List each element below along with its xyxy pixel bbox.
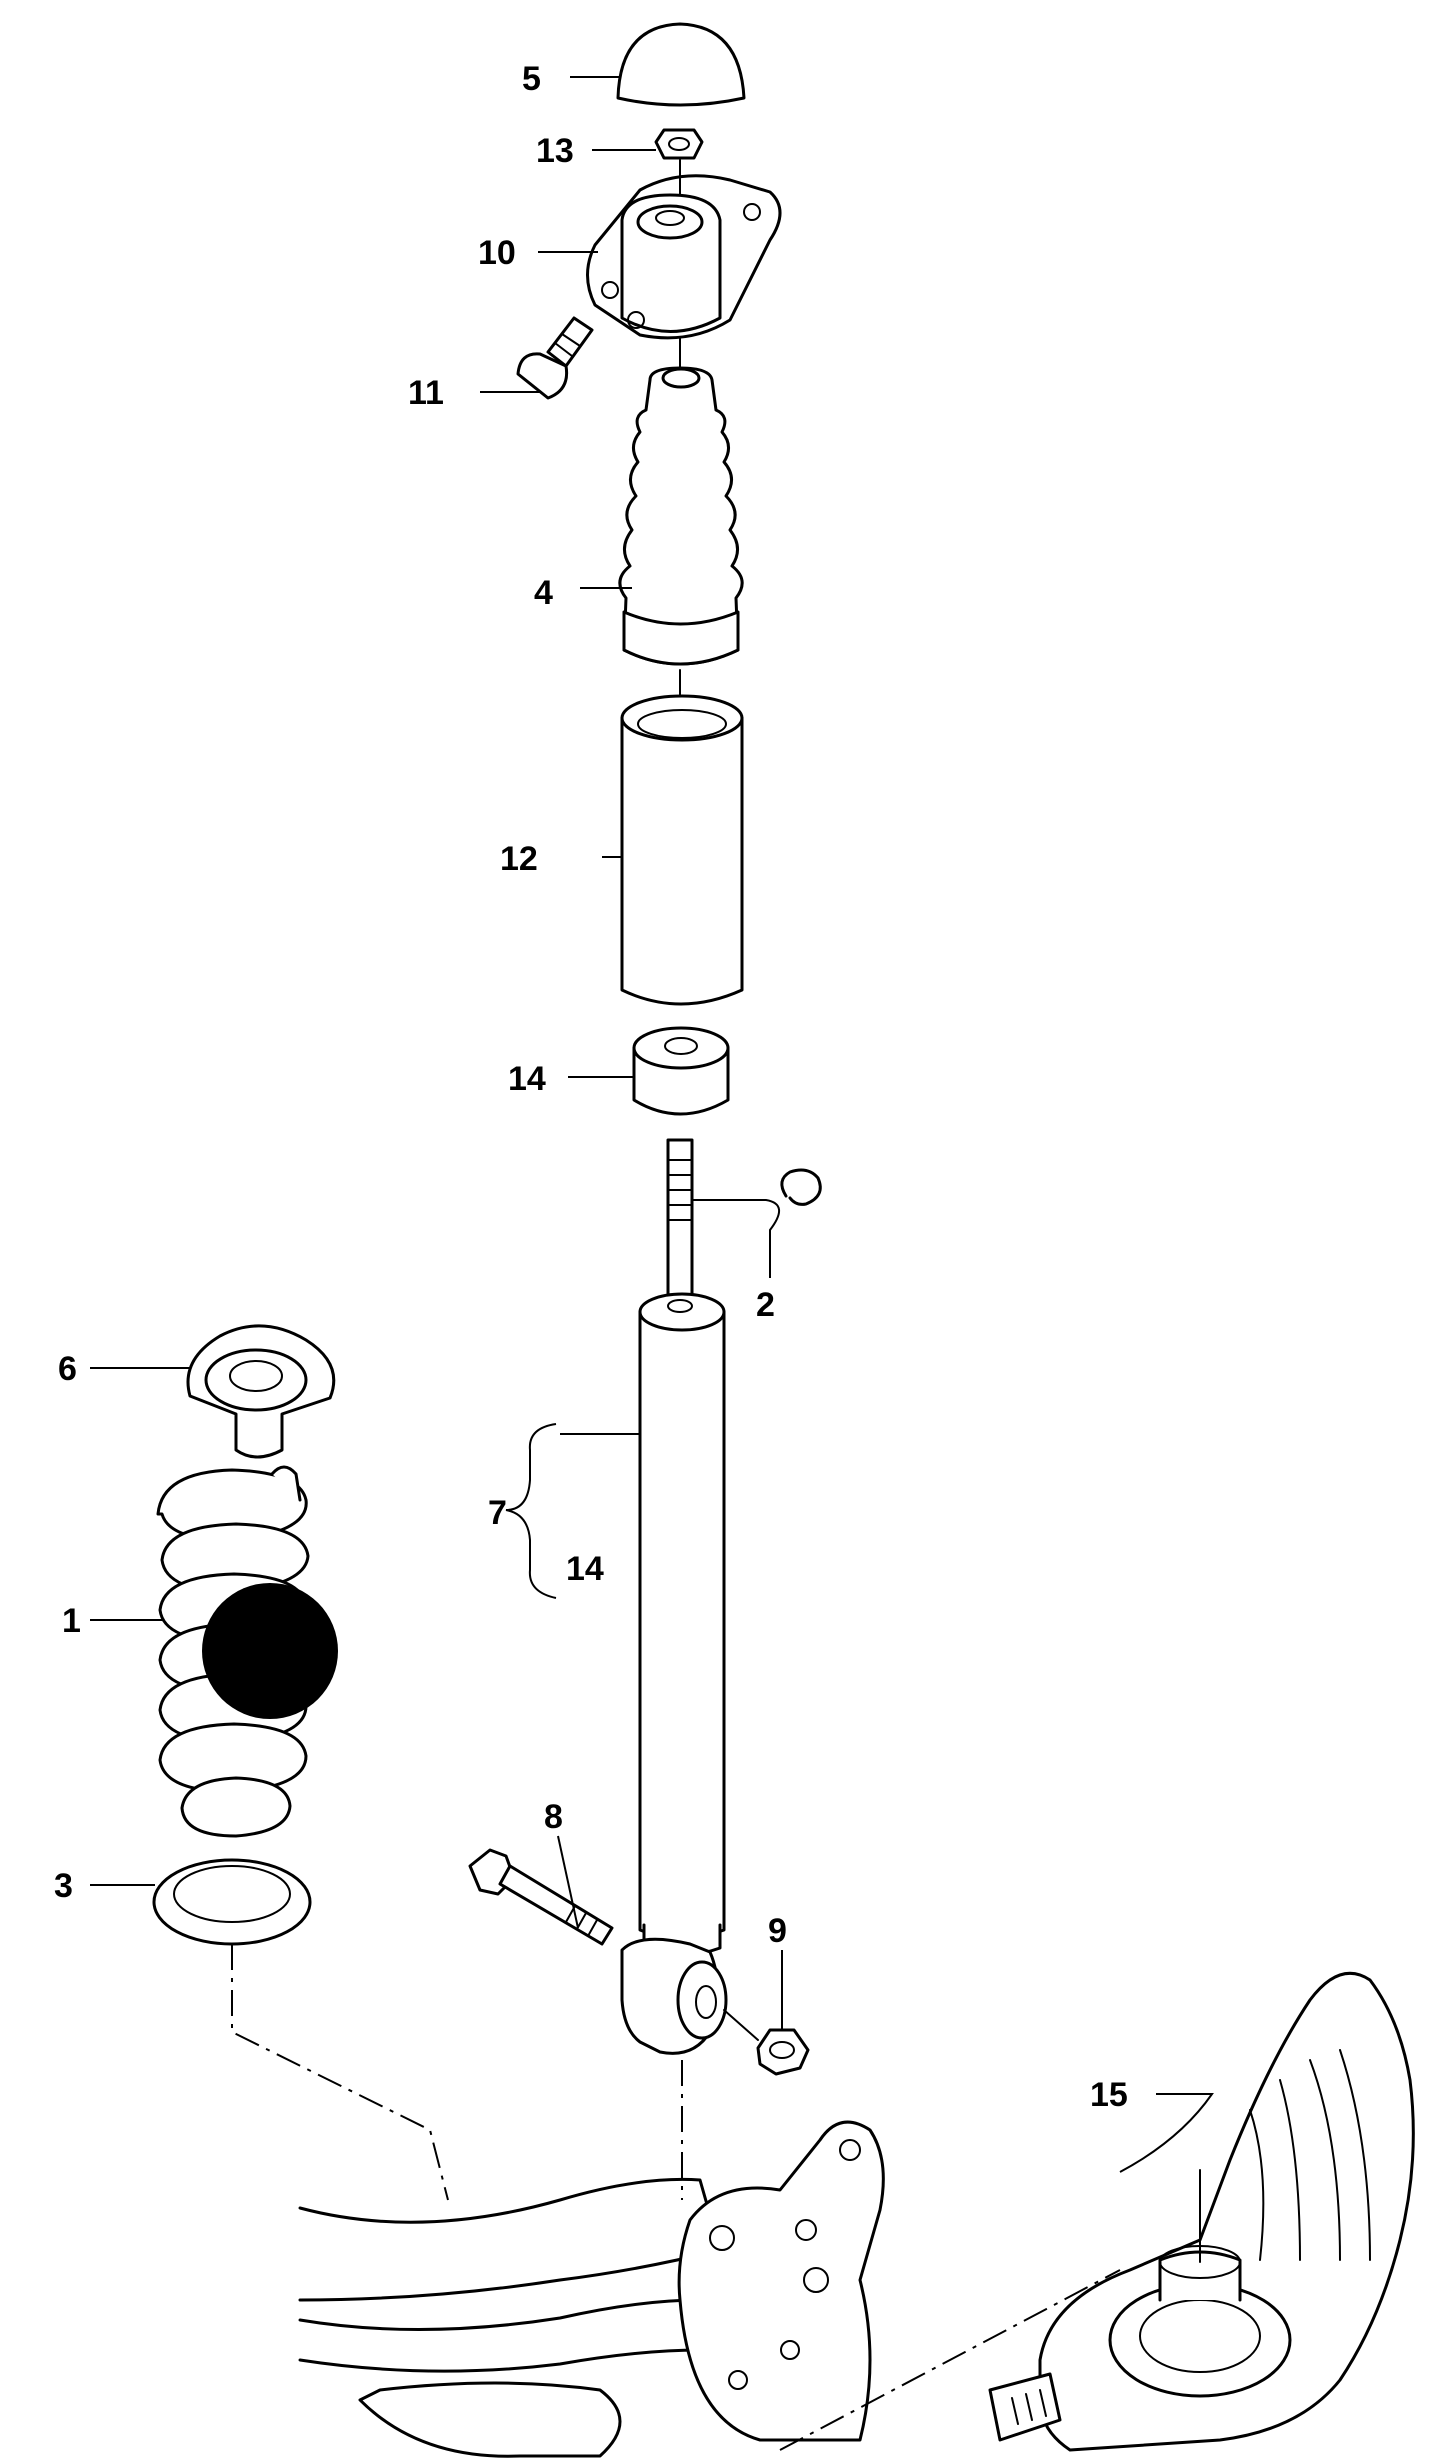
callout-8: 8	[544, 1798, 563, 1836]
callout-9: 9	[768, 1912, 787, 1950]
part-12-protective-tube	[620, 669, 744, 1006]
part-11-bolt	[516, 316, 594, 400]
part-2-circlip	[780, 1168, 822, 1206]
part-9-nut	[723, 2009, 810, 2076]
part-15-liner	[988, 1971, 1415, 2452]
part-7-shock-absorber	[620, 1138, 728, 2055]
part-1-coil-spring	[156, 1465, 338, 1838]
callout-12: 12	[500, 840, 538, 878]
part-10-top-mount	[586, 159, 782, 340]
part-8-bolt	[468, 1848, 614, 1946]
callout-14-kit: 14	[566, 1550, 604, 1588]
part-14-spacer	[632, 1026, 730, 1116]
assembly-line-liner	[779, 2269, 1121, 2451]
callout-5: 5	[522, 60, 541, 98]
callout-15: 15	[1090, 2076, 1128, 2114]
callout-10: 10	[478, 234, 516, 272]
part-4-bump-stop	[618, 337, 744, 666]
callout-3: 3	[54, 1867, 73, 1905]
callout-4: 4	[534, 574, 553, 612]
part-13-nut	[654, 128, 704, 160]
rear-axle-beam	[298, 2120, 885, 2458]
callout-13: 13	[536, 132, 574, 170]
callout-14-spacer: 14	[508, 1060, 546, 1098]
part-3-spring-pad	[152, 1858, 312, 1946]
callout-7: 7	[488, 1494, 507, 1532]
assembly-line-spring	[231, 1944, 449, 2201]
callout-1: 1	[62, 1602, 81, 1640]
callout-2: 2	[756, 1286, 775, 1324]
part-6-spring-seat	[186, 1324, 336, 1459]
callout-6: 6	[58, 1350, 77, 1388]
marker-dot	[202, 1583, 338, 1719]
leader-lines	[90, 76, 1214, 2173]
callout-11: 11	[408, 374, 444, 412]
part-5-dust-cap	[616, 22, 746, 107]
